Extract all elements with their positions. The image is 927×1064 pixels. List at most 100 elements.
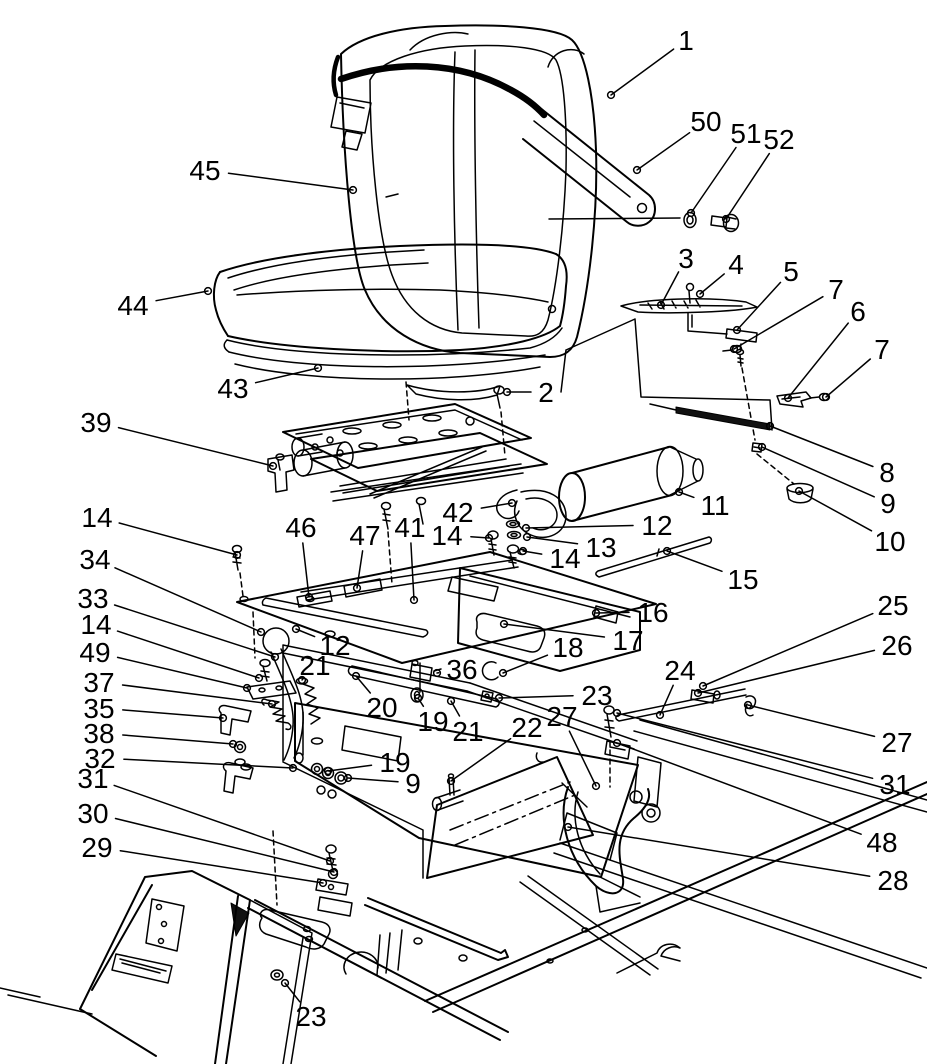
leader-dot — [297, 675, 307, 685]
callout-15-27: 15 — [662, 546, 759, 595]
bracket-39 — [267, 454, 295, 493]
part-number-33: 33 — [77, 583, 108, 614]
leader-line — [327, 764, 373, 772]
grass-mark — [616, 943, 681, 974]
leader-dot — [446, 696, 456, 706]
leader-dot — [632, 165, 642, 175]
leader-dot — [498, 668, 508, 678]
callout-6-11: 6 — [783, 296, 866, 403]
leader-dot — [698, 681, 708, 691]
bracket-36 — [409, 663, 433, 682]
seat-pan — [231, 544, 657, 672]
nut-23 — [480, 690, 494, 703]
leader-dot — [446, 776, 456, 786]
leader-dot — [318, 878, 328, 888]
leader-line — [787, 322, 849, 399]
callout-7-10: 7 — [729, 274, 844, 354]
callout-45-4: 45 — [189, 155, 358, 195]
leader-dot — [563, 822, 573, 832]
part-number-21: 21 — [299, 650, 330, 681]
leader-dot — [757, 442, 767, 452]
part-number-14: 14 — [80, 609, 111, 640]
callout-26-56: 26 — [693, 630, 913, 698]
part-number-19: 19 — [417, 706, 448, 737]
leader-line — [525, 524, 634, 529]
callout-13-21: 13 — [522, 532, 617, 563]
bolt-14a — [231, 544, 243, 554]
leader-dot — [765, 421, 775, 431]
part-number-44: 44 — [117, 290, 148, 321]
part-number-35: 35 — [83, 693, 114, 724]
leader-dot — [591, 608, 601, 618]
console-tower — [0, 870, 313, 1064]
leader-dot — [432, 668, 442, 678]
part-number-7: 7 — [874, 334, 890, 365]
leader-dot — [494, 693, 504, 703]
leader-dot — [254, 673, 264, 683]
leader-dot — [606, 90, 616, 100]
callout-21-47: 21 — [446, 696, 484, 747]
leader-line — [123, 758, 294, 769]
latch-5 — [725, 328, 758, 343]
seat-belt — [330, 54, 681, 227]
leader-dot — [203, 286, 213, 296]
part-number-52: 52 — [763, 124, 794, 155]
callout-35-36: 35 — [83, 693, 228, 724]
callout-12-20: 12 — [521, 510, 673, 541]
leader-dot — [242, 683, 252, 693]
part-number-23: 23 — [581, 680, 612, 711]
callout-21-43: 21 — [297, 650, 331, 685]
mount-hardware-right — [560, 211, 830, 504]
callout-30-40: 30 — [77, 798, 339, 877]
part-number-47: 47 — [349, 520, 380, 551]
part-number-32: 32 — [84, 743, 115, 774]
part-number-24: 24 — [664, 655, 695, 686]
callout-9-53: 9 — [343, 768, 421, 799]
leader-line — [725, 152, 771, 220]
callout-25-55: 25 — [698, 590, 909, 691]
leader-line — [155, 290, 209, 302]
part-number-27: 27 — [546, 701, 577, 732]
nut-9 — [334, 771, 348, 785]
callout-24-54: 24 — [655, 655, 696, 720]
part-number-22: 22 — [511, 712, 542, 743]
leader-line — [733, 295, 824, 350]
leader-line — [659, 684, 674, 716]
callout-5-9: 5 — [732, 256, 799, 335]
leader-line — [122, 734, 234, 745]
seat-backrest — [340, 24, 598, 358]
shoulder-strap — [337, 62, 548, 119]
part-number-45: 45 — [189, 155, 220, 186]
part-number-46: 46 — [285, 512, 316, 543]
leader-line — [610, 48, 675, 96]
leader-line — [450, 737, 512, 782]
leader-dot — [313, 363, 323, 373]
part-number-12: 12 — [641, 510, 672, 541]
callout-27-51: 27 — [546, 701, 601, 791]
part-number-21: 21 — [452, 716, 483, 747]
part-number-50: 50 — [690, 106, 721, 137]
part-number-23: 23 — [295, 1001, 326, 1032]
callout-31-39: 31 — [77, 763, 335, 866]
part-number-2: 2 — [538, 377, 554, 408]
leader-line — [825, 358, 872, 398]
leader-dot — [721, 214, 731, 224]
pan-rear-wall — [457, 567, 641, 672]
part-number-6: 6 — [850, 296, 866, 327]
callout-34-31: 34 — [79, 544, 266, 637]
part-number-49: 49 — [79, 637, 110, 668]
leader-line — [595, 611, 630, 614]
support-tray — [282, 644, 639, 879]
leader-dot — [794, 486, 804, 496]
leader-dot — [228, 739, 238, 749]
callout-11-18: 11 — [674, 487, 730, 521]
leader-line — [117, 426, 274, 467]
leader-line — [227, 172, 354, 191]
leader-dot — [821, 392, 831, 402]
leader-dot — [518, 546, 528, 556]
part-number-28: 28 — [877, 865, 908, 896]
part-number-8: 8 — [879, 457, 895, 488]
callout-14-23: 14 — [431, 520, 494, 551]
